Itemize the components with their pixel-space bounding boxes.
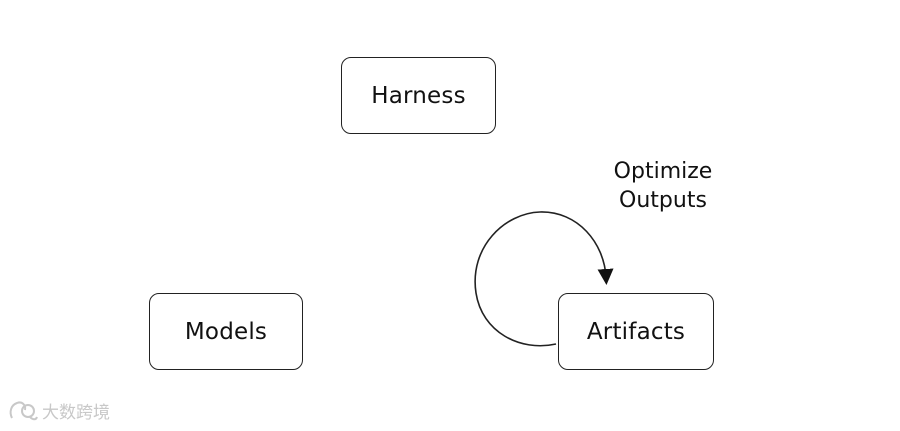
watermark: 大数跨境 (8, 398, 110, 423)
models-label: Models (184, 318, 268, 345)
watermark-text: 大数跨境 (42, 403, 110, 423)
optimize-outputs-label: Optimize Outputs (596, 157, 730, 215)
harness-node: Harness (341, 57, 496, 134)
loop-label-line-1: Optimize (613, 159, 713, 184)
loop-label-line-2: Outputs (619, 188, 707, 213)
watermark-logo-icon (9, 401, 38, 420)
optimize-loop-arrow (474, 211, 614, 347)
artifacts-label: Artifacts (586, 318, 686, 345)
artifacts-node: Artifacts (558, 293, 714, 370)
harness-label: Harness (371, 82, 466, 109)
models-node: Models (149, 293, 303, 370)
